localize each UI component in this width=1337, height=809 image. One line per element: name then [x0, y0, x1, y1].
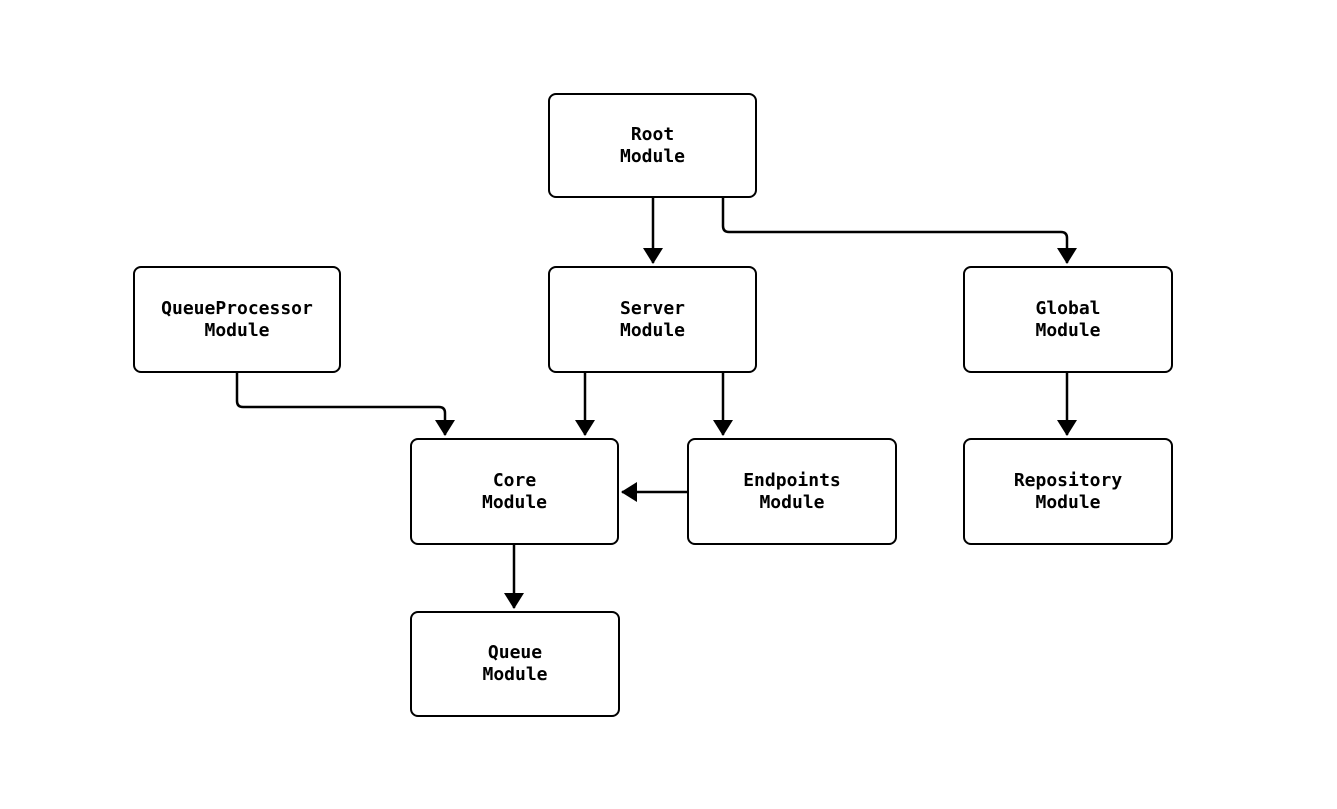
- node-endpoints-module: Endpoints Module: [687, 438, 897, 545]
- node-label-core-module: Core Module: [481, 469, 548, 513]
- node-queue-module: Queue Module: [410, 611, 620, 717]
- node-label-endpoints-module: Endpoints Module: [743, 469, 841, 513]
- node-label-repository-module: Repository Module: [1013, 469, 1123, 513]
- node-repository-module: Repository Module: [963, 438, 1173, 545]
- node-core-module: Core Module: [410, 438, 619, 545]
- node-label-server-module: Server Module: [619, 297, 686, 341]
- edge-queueprocessor-to-core: [235, 373, 455, 436]
- edge-group: [235, 198, 1077, 609]
- node-server-module: Server Module: [548, 266, 757, 373]
- node-label-root-module: Root Module: [619, 123, 686, 167]
- node-queueprocessor-module: QueueProcessor Module: [133, 266, 341, 373]
- node-label-global-module: Global Module: [1035, 297, 1101, 341]
- node-root-module: Root Module: [548, 93, 757, 198]
- node-global-module: Global Module: [963, 266, 1173, 373]
- node-label-queue-module: Queue Module: [482, 642, 548, 685]
- edge-root-to-global: [721, 198, 1077, 264]
- node-label-queueprocessor-module: QueueProcessor Module: [161, 297, 313, 341]
